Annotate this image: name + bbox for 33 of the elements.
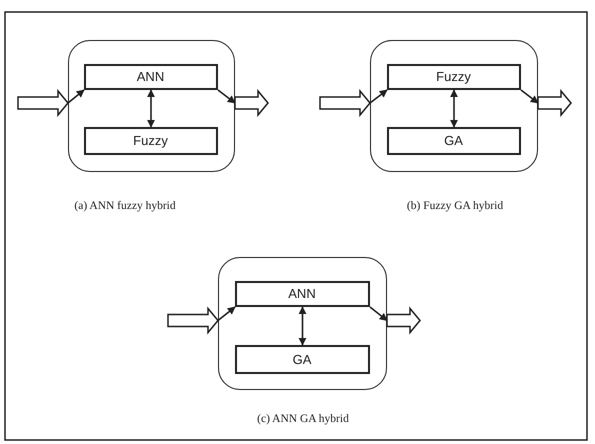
double-arrow xyxy=(298,306,306,346)
block-arrow xyxy=(167,306,219,335)
block-arrow xyxy=(537,88,572,118)
arrow xyxy=(68,89,85,104)
subfigure-caption: (c) ANN GA hybrid xyxy=(257,413,349,425)
double-arrow xyxy=(147,89,155,128)
box-label: GA xyxy=(444,133,463,148)
box-label: GA xyxy=(292,352,312,366)
process-box xyxy=(386,126,520,154)
subfigure-caption: (a) ANN fuzzy hybrid xyxy=(74,200,176,212)
rounded-container-box xyxy=(68,40,235,172)
arrow xyxy=(520,89,539,104)
arrow xyxy=(370,89,388,104)
process-box xyxy=(84,126,218,154)
double-arrow xyxy=(450,89,458,128)
arrow xyxy=(370,306,388,322)
block-arrow xyxy=(319,88,371,118)
rounded-container-box xyxy=(218,257,387,390)
process-box xyxy=(84,64,218,90)
rounded-container-box xyxy=(370,40,538,172)
box-label: Fuzzy xyxy=(436,69,471,84)
process-box xyxy=(234,280,370,306)
box-label: ANN xyxy=(288,286,316,301)
process-box xyxy=(234,344,370,374)
subfigure-caption: (b) Fuzzy GA hybrid xyxy=(406,200,504,212)
block-arrow xyxy=(234,88,269,118)
box-label: Fuzzy xyxy=(133,133,168,148)
arrow xyxy=(218,306,236,322)
arrow xyxy=(218,89,236,104)
process-box xyxy=(386,64,520,90)
block-arrow xyxy=(17,88,69,118)
block-arrow xyxy=(386,306,421,335)
box-label: ANN xyxy=(136,69,164,84)
